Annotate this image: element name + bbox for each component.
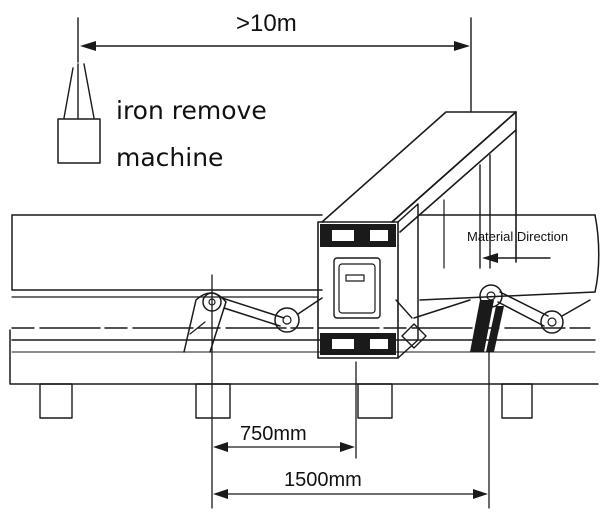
arrow-left-icon [80, 41, 96, 51]
device-label-line2: machine [116, 143, 223, 172]
direction-arrow-icon [482, 253, 551, 263]
support-leg [39, 383, 73, 419]
arrow-right-icon [340, 442, 355, 452]
device-label-line1: iron remove [116, 96, 267, 125]
distance-label: >10m [236, 10, 297, 37]
support-leg [357, 383, 393, 419]
iron-remove-machine-icon [57, 63, 101, 164]
top-dimension: >10m [77, 10, 472, 113]
bottom-dimensions: 750mm 1500mm [211, 274, 490, 509]
dim-1500-label: 1500mm [284, 469, 362, 491]
material-direction-label: Material Direction [467, 229, 568, 244]
idler-right [413, 284, 591, 352]
support-leg [195, 383, 231, 419]
arrow-left-icon [213, 442, 228, 452]
dim-750-label: 750mm [240, 423, 307, 445]
control-panel-icon [333, 257, 381, 319]
arrow-right-icon [454, 41, 470, 51]
support-leg [501, 383, 533, 419]
idler-left [183, 292, 323, 353]
conveyor-frame [9, 327, 599, 419]
arrow-right-icon [473, 489, 488, 499]
arrow-left-icon [213, 489, 228, 499]
metal-detector-housing [317, 111, 517, 359]
